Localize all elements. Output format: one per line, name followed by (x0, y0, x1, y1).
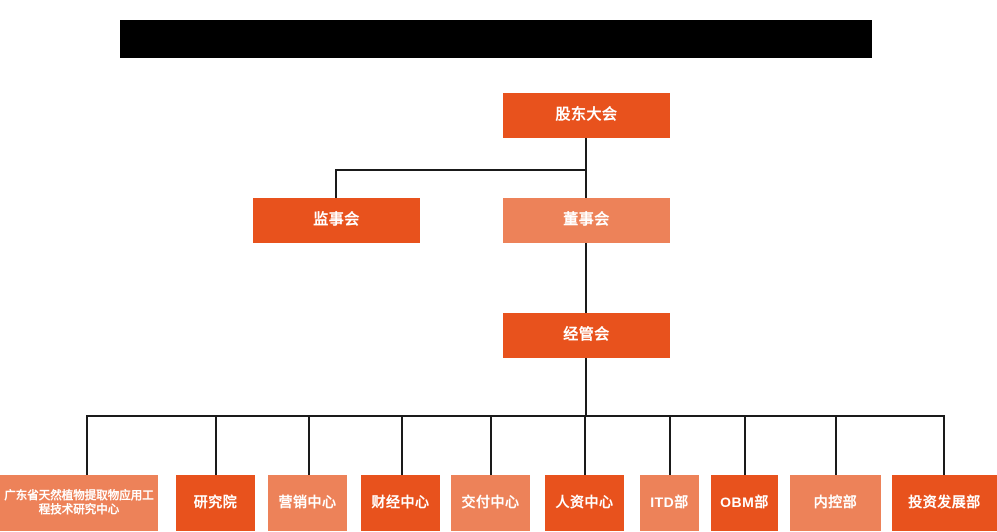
connector-drop-hr-center (584, 415, 586, 475)
org-node-itd-dept[interactable]: ITD部 (640, 475, 699, 531)
org-node-gd-research-center[interactable]: 广东省天然植物提取物应用工程技术研究中心 (0, 475, 158, 531)
org-node-marketing-center[interactable]: 营销中心 (268, 475, 347, 531)
org-node-supervisors[interactable]: 监事会 (253, 198, 420, 243)
connector-drop-investment-dev-dept (943, 415, 945, 475)
org-node-management[interactable]: 经管会 (503, 313, 670, 358)
org-node-finance-center[interactable]: 财经中心 (361, 475, 440, 531)
org-node-delivery-center[interactable]: 交付中心 (451, 475, 530, 531)
connector-leaf-bus (86, 415, 944, 417)
org-node-internal-control-dept[interactable]: 内控部 (790, 475, 881, 531)
connector-shareholders-to-supervisors-bus (335, 169, 586, 171)
redacted-title-bar (120, 20, 872, 58)
connector-directors-to-management (585, 243, 587, 313)
org-node-hr-center[interactable]: 人资中心 (545, 475, 624, 531)
org-node-institute[interactable]: 研究院 (176, 475, 255, 531)
connector-drop-institute (215, 415, 217, 475)
connector-shareholders-down (585, 138, 587, 198)
connector-drop-finance-center (401, 415, 403, 475)
connector-drop-marketing-center (308, 415, 310, 475)
connector-drop-delivery-center (490, 415, 492, 475)
connector-drop-itd-dept (669, 415, 671, 475)
connector-directors-drop (585, 169, 587, 198)
org-node-obm-dept[interactable]: OBM部 (711, 475, 778, 531)
connector-drop-gd-research-center (86, 415, 88, 475)
org-node-shareholders[interactable]: 股东大会 (503, 93, 670, 138)
org-node-investment-dev-dept[interactable]: 投资发展部 (892, 475, 997, 531)
connector-supervisors-drop (335, 169, 337, 198)
connector-management-down (585, 358, 587, 415)
connector-drop-internal-control-dept (835, 415, 837, 475)
connector-drop-obm-dept (744, 415, 746, 475)
org-node-directors[interactable]: 董事会 (503, 198, 670, 243)
